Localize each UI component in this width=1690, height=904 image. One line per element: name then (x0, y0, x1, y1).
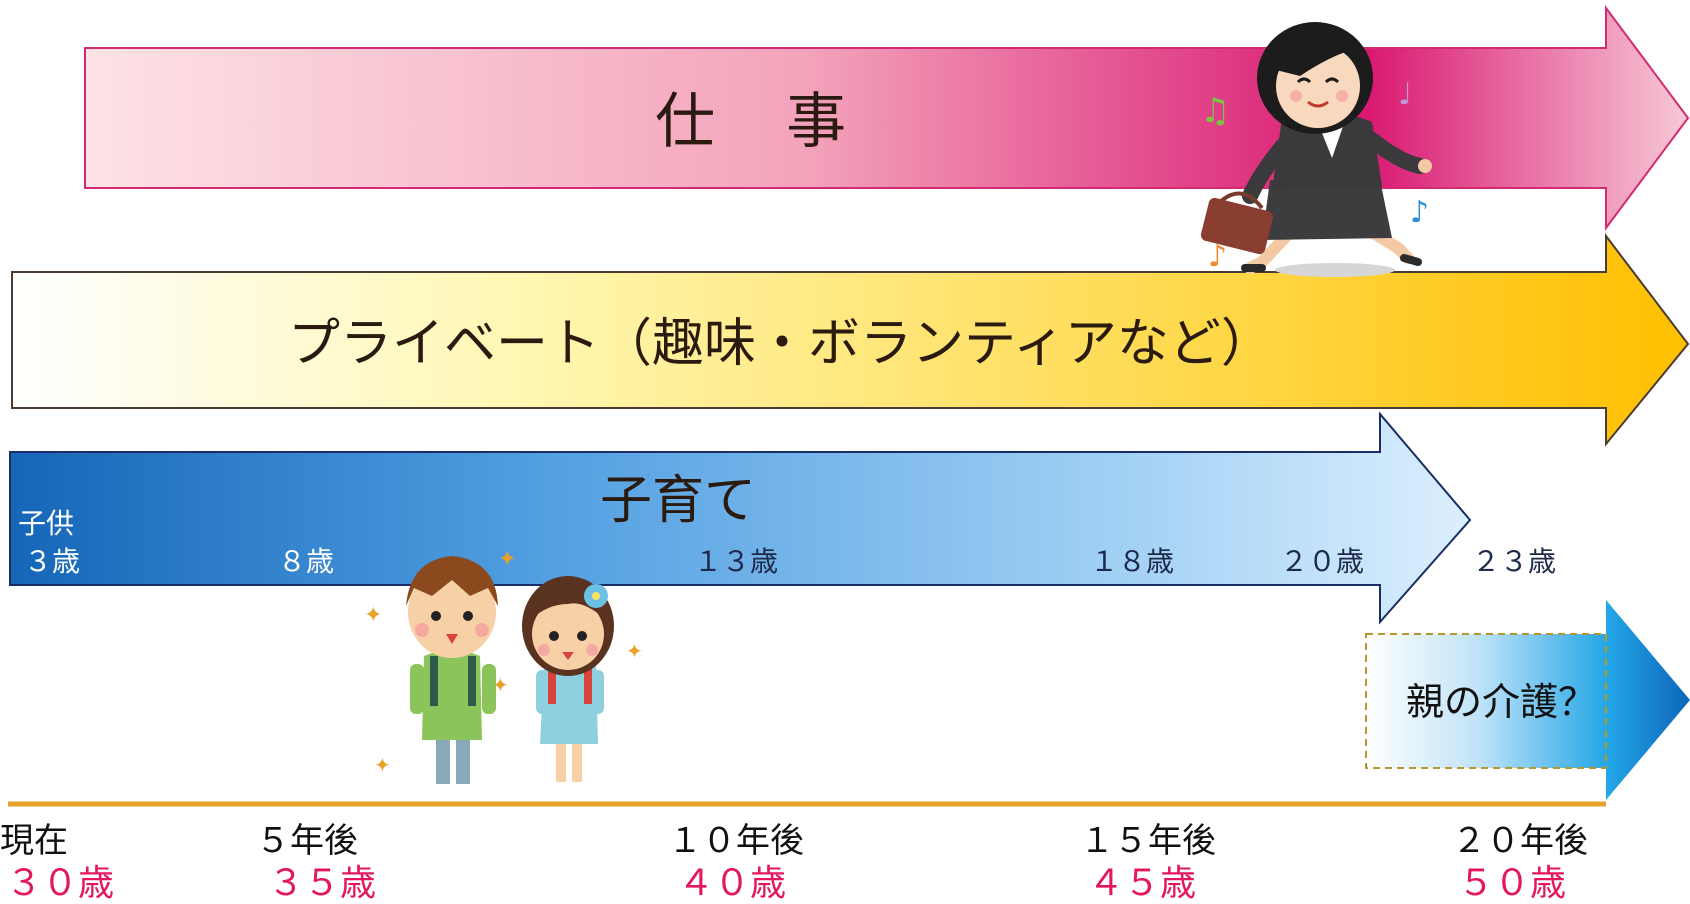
child-age-23: ２３歳 (1472, 545, 1557, 578)
private-title: プライベート（趣味・ボランティアなど） (288, 314, 1273, 374)
svg-text:♫: ♫ (1200, 91, 1230, 131)
svg-text:♪: ♪ (1208, 239, 1227, 274)
svg-text:✦: ✦ (364, 603, 382, 628)
childcare-arrow (9, 411, 1472, 625)
timeline-label-20y: ２０年後 (1452, 821, 1588, 861)
walking-businesswoman-illustration: ♫ ♩ ♪ ♪ (1200, 22, 1432, 277)
schoolchildren-illustration: ✦ ✦ ✦ ✦ ✦ (364, 547, 643, 784)
timeline-label-5y: ５年後 (256, 821, 358, 861)
child-age-header: 子供 (18, 507, 75, 540)
private-arrow (11, 233, 1690, 447)
parent-care-title: 親の介護？ (1406, 680, 1597, 724)
svg-text:✦: ✦ (492, 673, 509, 697)
timeline-age-50: ５０歳 (1458, 863, 1567, 904)
childcare-title: 子育て (600, 471, 757, 531)
timeline-label-now: 現在 (0, 821, 68, 861)
child-age-13: １３歳 (694, 545, 779, 578)
timeline-age-40: ４０歳 (678, 863, 787, 904)
work-arrow (84, 4, 1690, 232)
child-age-20: ２０歳 (1280, 545, 1365, 578)
timeline-label-10y: １０年後 (668, 821, 804, 861)
child-age-18: １８歳 (1090, 545, 1175, 578)
timeline-age-30: ３０歳 (6, 863, 115, 904)
timeline-label-15y: １５年後 (1080, 821, 1216, 861)
svg-text:✦: ✦ (626, 639, 643, 663)
parent-care-arrow (1366, 600, 1690, 800)
child-age-3: ３歳 (24, 545, 81, 578)
timeline-age-35: ３５歳 (268, 863, 377, 904)
svg-text:✦: ✦ (498, 547, 516, 572)
svg-text:♪: ♪ (1410, 195, 1429, 230)
svg-text:♩: ♩ (1398, 77, 1412, 112)
child-age-8: ８歳 (278, 545, 335, 578)
timeline-age-45: ４５歳 (1088, 863, 1197, 904)
parent-care-dashed-frame (1365, 633, 1607, 769)
work-title: 仕 事 (655, 87, 873, 157)
svg-text:✦: ✦ (374, 753, 391, 777)
